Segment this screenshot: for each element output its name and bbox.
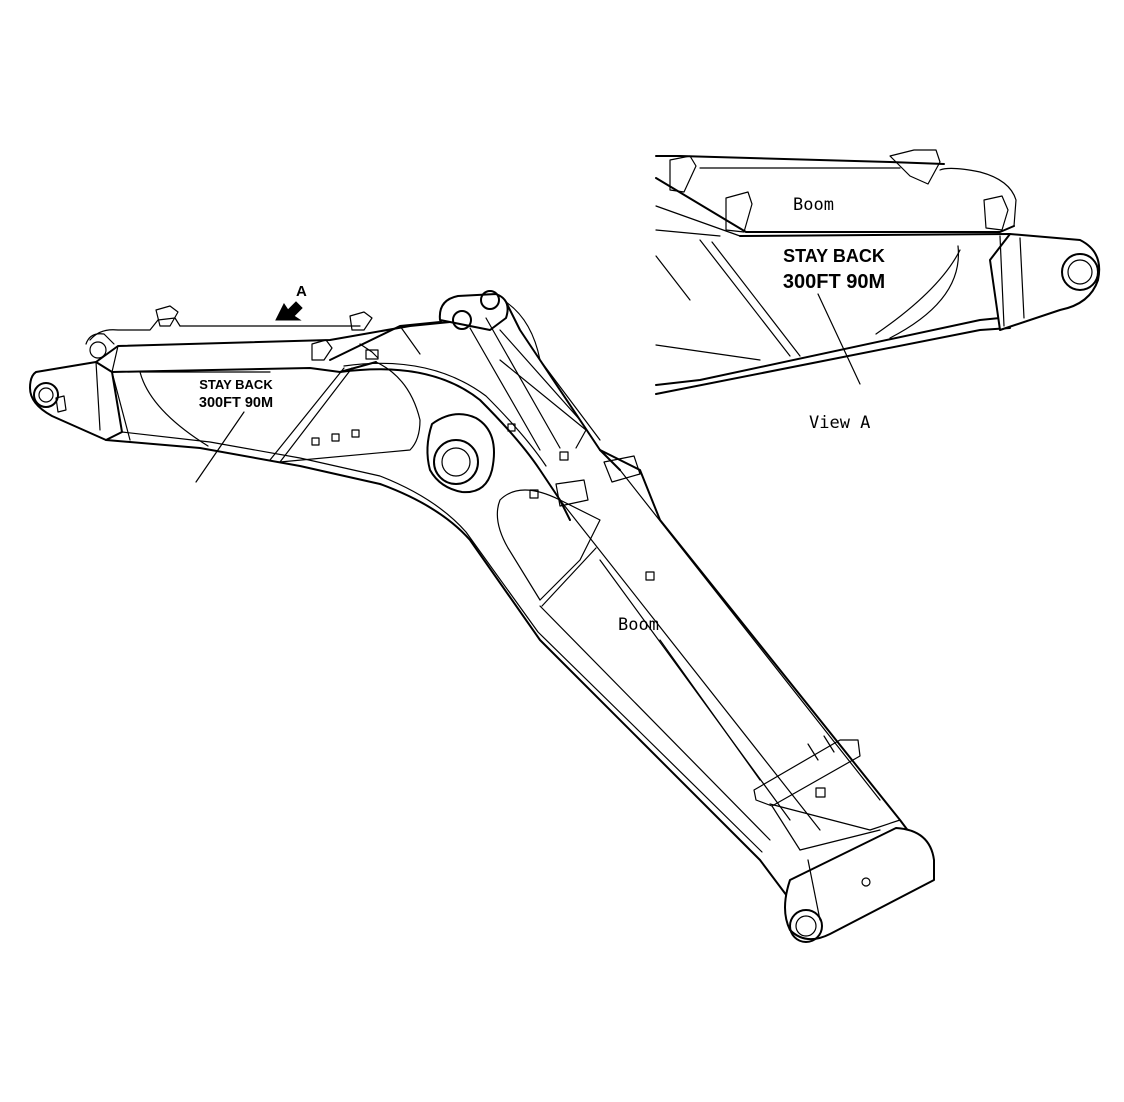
boom-pivot-boss [426, 413, 495, 494]
detail-decal-leader-line [817, 293, 861, 385]
decal-leader-line [195, 411, 245, 483]
decal-line-1: STAY BACK [199, 377, 273, 392]
view-arrow-icon [275, 301, 303, 321]
detail-stay-back-decal: STAY BACK 300FT 90M [783, 246, 885, 385]
detail-pivot-end [989, 233, 1101, 331]
decal-line-2: 300FT 90M [199, 395, 273, 411]
detail-decal-line-2: 300FT 90M [783, 271, 885, 293]
cylinder-bracket [438, 290, 601, 451]
boom-tip-end [784, 827, 935, 943]
boom-main-view: STAY BACK 300FT 90M A Boom [29, 283, 935, 943]
boom-rear-top [85, 305, 451, 373]
view-a-marker: A [275, 283, 307, 321]
boom-lower-edge [105, 439, 791, 901]
detail-brackets [669, 149, 1017, 233]
stay-back-decal: STAY BACK 300FT 90M [195, 377, 273, 483]
boom-foot-pivot [29, 361, 123, 441]
detail-view-a: Boom STAY BACK 300FT 90M View A [655, 149, 1101, 433]
detail-boom-label: Boom [793, 195, 834, 215]
view-marker-label: A [296, 283, 307, 300]
boom-fasteners [311, 423, 516, 446]
boom-label: Boom [618, 615, 659, 635]
detail-decal-line-1: STAY BACK [783, 246, 885, 266]
boom-rear-side [111, 361, 421, 463]
boom-hose-clamps [753, 735, 901, 851]
view-a-caption: View A [809, 413, 870, 433]
